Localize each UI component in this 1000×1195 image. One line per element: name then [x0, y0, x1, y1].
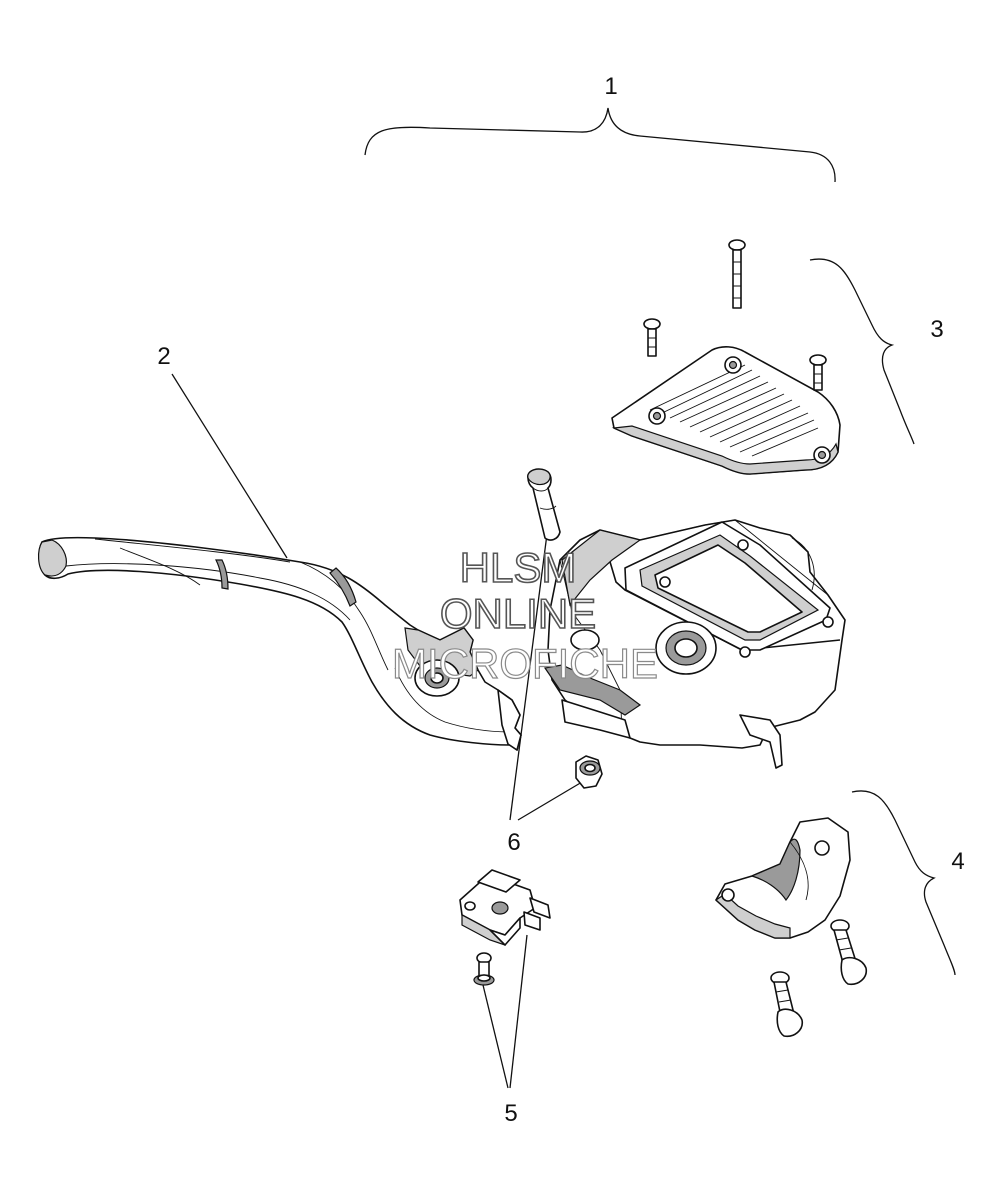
clamp-bolt-1 — [830, 919, 868, 986]
master-cylinder-body — [543, 519, 846, 769]
cover-ribs — [649, 364, 819, 457]
pivot-nut — [575, 755, 603, 789]
leader-line-2 — [171, 373, 288, 559]
watermark-line-3: MICROFICHE — [392, 640, 658, 687]
switch-screw — [473, 952, 495, 986]
watermark-line-2: ONLINE — [440, 590, 596, 637]
brake-light-switch — [459, 869, 551, 946]
brace-clamp-kit-4 — [851, 790, 956, 976]
leader-line-5a — [482, 984, 509, 1089]
callout-5: 5 — [504, 1100, 517, 1127]
cover-screw-1 — [728, 239, 746, 309]
brace-cover-kit-3 — [809, 258, 915, 445]
callout-2: 2 — [157, 343, 170, 370]
brake-lever — [38, 536, 522, 751]
brace-assembly-1 — [364, 107, 836, 183]
clamp-bolt-2 — [770, 971, 804, 1038]
reservoir-cover — [611, 346, 841, 475]
cover-screw-2 — [643, 318, 661, 357]
handlebar-clamp — [715, 817, 851, 939]
leader-line-6a — [509, 533, 548, 821]
callout-1: 1 — [604, 73, 617, 100]
callout-6: 6 — [507, 829, 520, 856]
watermark: HLSM ONLINE MICROFICHE — [391, 543, 658, 687]
callout-3: 3 — [930, 316, 943, 343]
watermark-line-1: HLSM — [460, 544, 577, 591]
cover-screw-3 — [809, 354, 827, 391]
callout-4: 4 — [951, 848, 964, 875]
leader-line-6b — [517, 781, 583, 821]
pivot-bolt — [527, 468, 561, 541]
leader-line-5b — [509, 934, 528, 1089]
